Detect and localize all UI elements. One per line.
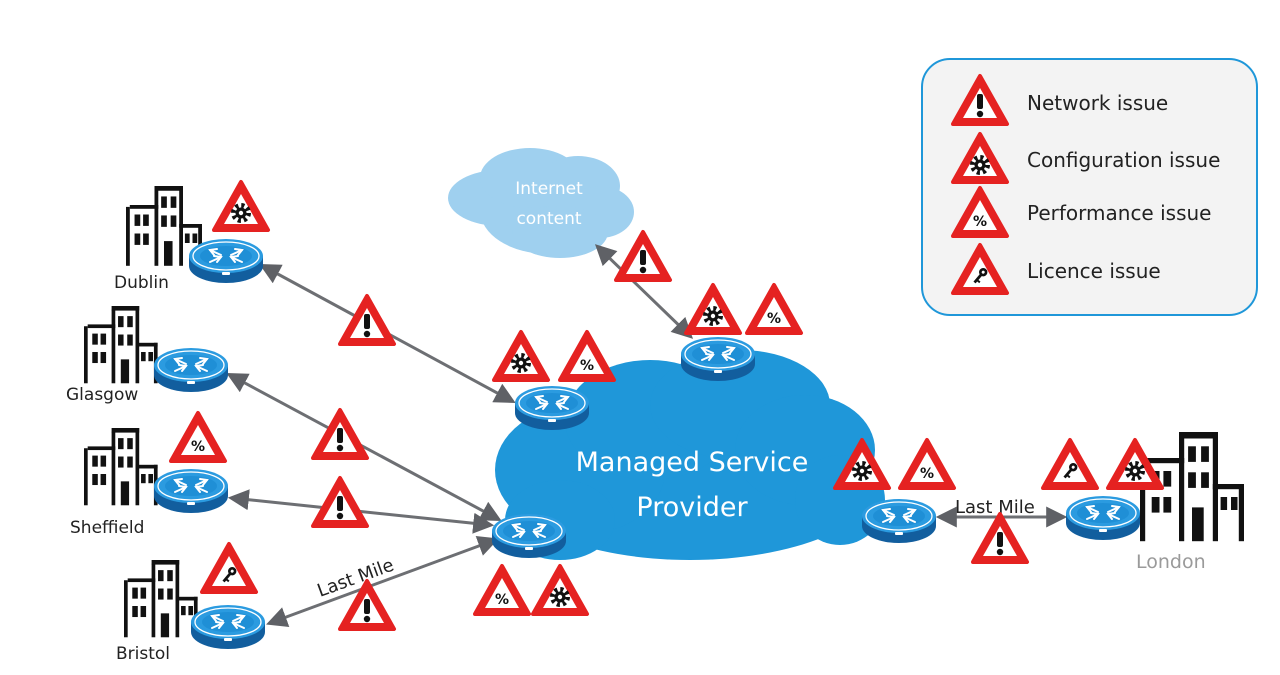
- provider-left-gear-warning-icon: [494, 332, 548, 380]
- site-label-dublin: Dublin: [114, 273, 169, 293]
- router-provider-right-icon: [861, 498, 937, 544]
- site-label-sheffield: Sheffield: [70, 518, 144, 538]
- legend-network-label: Network issue: [1027, 91, 1168, 115]
- provider-right-percent-warning-icon: [900, 440, 954, 488]
- provider-cloud-label-line1: Managed Service: [576, 447, 809, 478]
- internet-cloud-label-line2: content: [516, 209, 581, 229]
- building-bristol-icon: [124, 560, 198, 638]
- last-mile-label-right: Last Mile: [955, 497, 1035, 518]
- link-bristol-hub: [266, 535, 499, 628]
- bristol-key-warning-icon: [202, 544, 256, 592]
- sheffield-link-network-warning-icon: [313, 478, 367, 526]
- router-glasgow-icon: [153, 347, 229, 393]
- london-gear-warning-icon: [1108, 440, 1162, 488]
- internet-cloud: [448, 148, 634, 258]
- provider-left-percent-warning-icon: [560, 332, 614, 380]
- london-link-network-warning-icon: [973, 514, 1027, 562]
- dublin-gear-warning-icon: [214, 182, 268, 230]
- router-provider-hub-icon: [491, 513, 567, 559]
- provider-cloud-label-line2: Provider: [636, 492, 748, 523]
- glasgow-link-network-warning-icon: [313, 410, 367, 458]
- router-dublin-icon: [188, 238, 264, 284]
- dublin-link-network-warning-icon: [340, 296, 394, 344]
- legend-performance-label: Performance issue: [1027, 201, 1211, 225]
- site-label-glasgow: Glasgow: [66, 385, 138, 405]
- london-key-warning-icon: [1043, 440, 1097, 488]
- router-provider-top-icon: [680, 336, 756, 382]
- router-bristol-icon: [190, 604, 266, 650]
- sheffield-percent-warning-icon: [171, 413, 225, 461]
- internet-cloud-label-line1: Internet: [515, 179, 583, 199]
- last-mile-label-left: Last Mile: [315, 555, 397, 602]
- hub-gear-warning-icon: [533, 566, 587, 614]
- building-sheffield-icon: [84, 428, 158, 506]
- provider-top-percent-warning-icon: [747, 285, 801, 333]
- router-sheffield-icon: [153, 468, 229, 514]
- link-glasgow-hub: [226, 373, 502, 521]
- internet-link-network-warning-icon: [616, 232, 670, 280]
- legend-licence-label: Licence issue: [1027, 259, 1161, 283]
- hub-percent-warning-icon: [475, 566, 529, 614]
- site-label-bristol: Bristol: [116, 644, 170, 664]
- link-internet-provider: [594, 244, 694, 339]
- building-glasgow-icon: [84, 306, 158, 384]
- legend-configuration-label: Configuration issue: [1027, 148, 1220, 172]
- router-provider-upper-left-icon: [514, 385, 590, 431]
- router-london-icon: [1065, 495, 1141, 541]
- site-label-london: London: [1136, 551, 1206, 573]
- provider-top-gear-warning-icon: [686, 285, 740, 333]
